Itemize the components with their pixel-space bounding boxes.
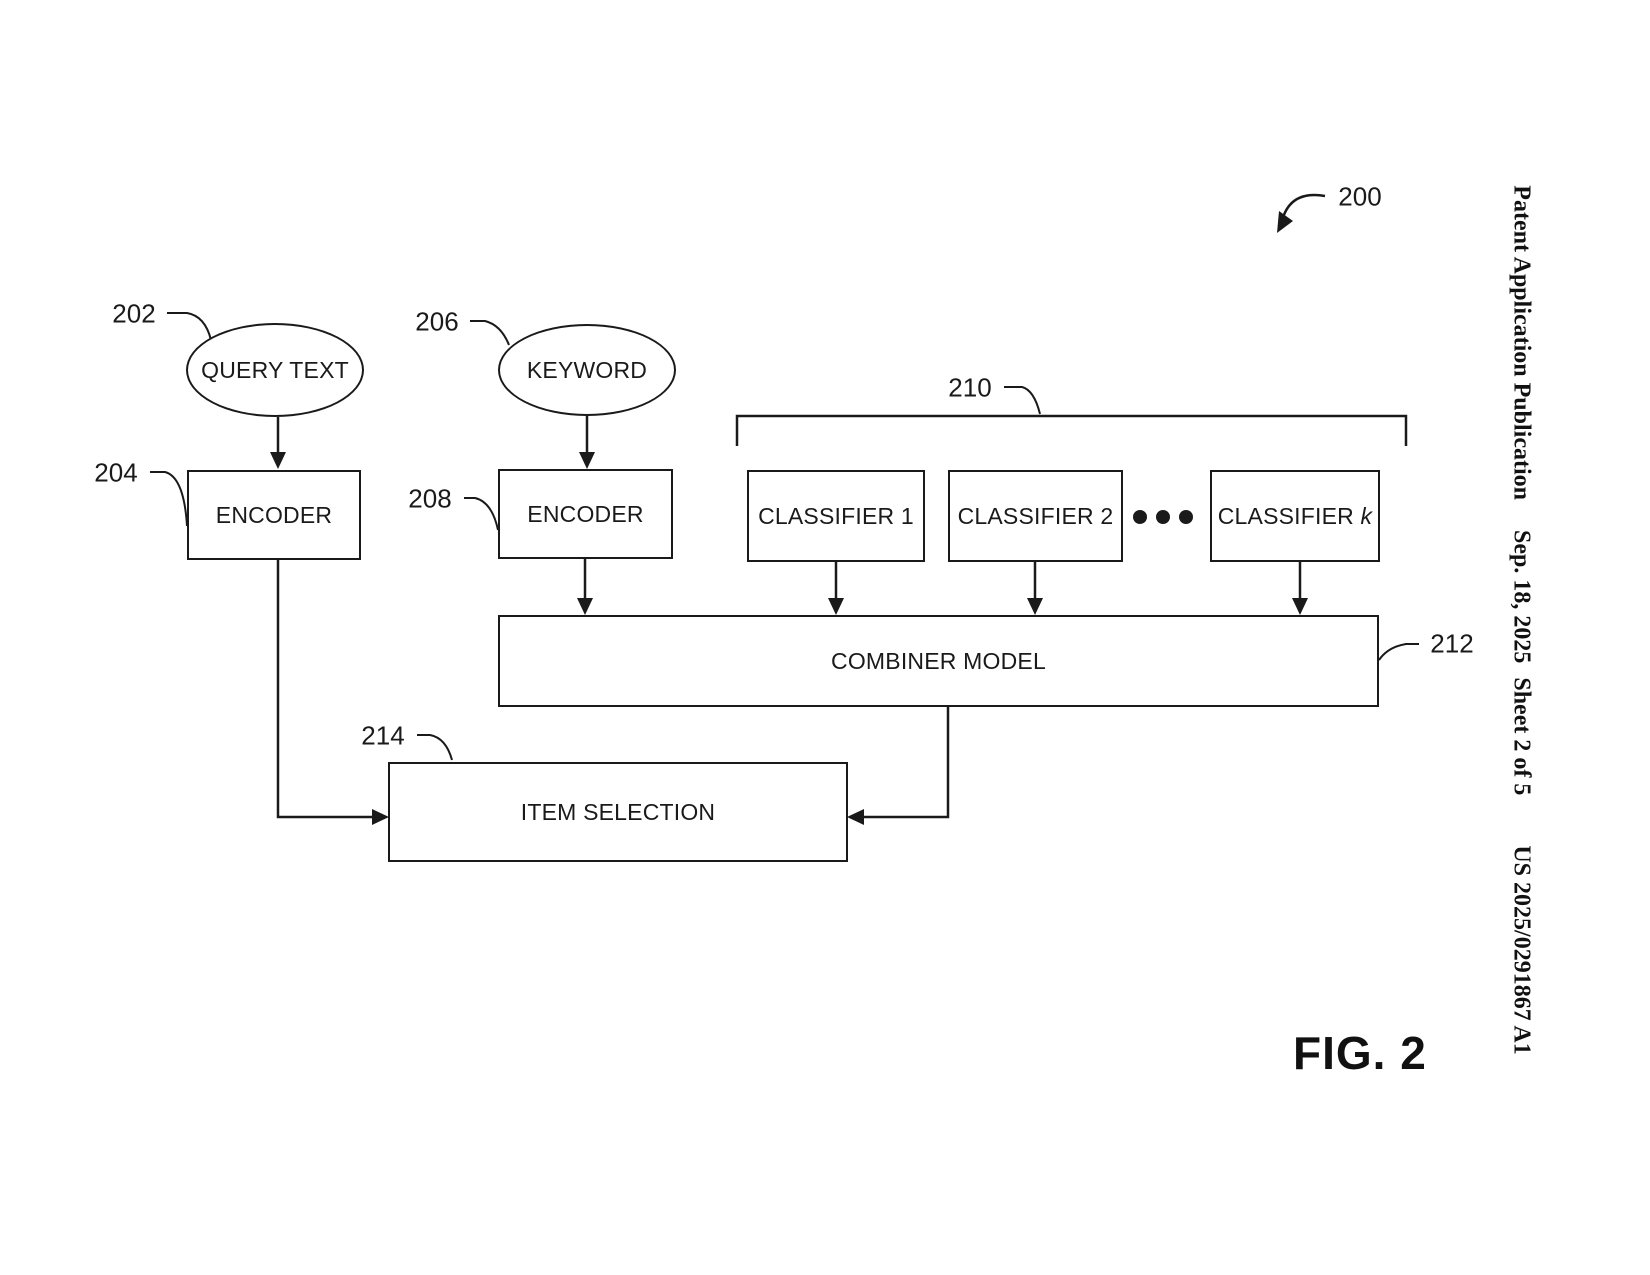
leader-214 xyxy=(417,734,453,761)
leader-210 xyxy=(1004,386,1041,415)
ref-212: 212 xyxy=(1430,628,1474,659)
encoder2-box: ENCODER xyxy=(498,469,673,559)
encoder2-label: ENCODER xyxy=(527,500,644,527)
ref-200: 200 xyxy=(1338,181,1382,212)
ref-206: 206 xyxy=(415,306,459,337)
combiner-model-label: COMBINER MODEL xyxy=(831,647,1046,674)
classifier1-label: CLASSIFIER 1 xyxy=(758,502,914,529)
leader-lines xyxy=(150,312,1419,761)
classifier-k-label: CLASSIFIER k xyxy=(1217,502,1373,529)
ellipsis-dots xyxy=(1133,510,1193,524)
ref-210: 210 xyxy=(948,372,992,403)
diagram-ref-arrow xyxy=(1277,193,1326,233)
leader-206 xyxy=(470,320,510,346)
encoder1-to-item-selection xyxy=(276,560,389,825)
classifier2-box: CLASSIFIER 2 xyxy=(948,470,1123,562)
ref-214: 214 xyxy=(361,720,405,751)
combiner-to-item-selection xyxy=(847,707,950,825)
leader-208 xyxy=(464,497,499,531)
ref-204: 204 xyxy=(94,457,138,488)
item-selection-box: ITEM SELECTION xyxy=(388,762,848,862)
query-text-label: QUERY TEXT xyxy=(201,356,349,383)
keyword-ellipse: KEYWORD xyxy=(498,324,676,416)
classifier-k-variable: k xyxy=(1360,502,1373,529)
encoder1-label: ENCODER xyxy=(215,501,333,528)
flow-arrows xyxy=(270,416,1308,615)
combiner-model-box: COMBINER MODEL xyxy=(498,615,1379,707)
leader-204 xyxy=(150,471,188,527)
ref-208: 208 xyxy=(408,483,452,514)
leader-202 xyxy=(167,312,212,341)
figure-caption: FIG. 2 xyxy=(1293,1027,1427,1079)
item-selection-label: ITEM SELECTION xyxy=(520,798,716,825)
keyword-label: KEYWORD xyxy=(526,356,648,383)
classifier-group-bracket xyxy=(735,414,1408,446)
ref-202: 202 xyxy=(112,298,156,329)
leader-212 xyxy=(1378,643,1419,661)
encoder1-box: ENCODER xyxy=(187,470,361,560)
query-text-ellipse: QUERY TEXT xyxy=(186,323,364,417)
classifier2-label: CLASSIFIER 2 xyxy=(957,502,1114,529)
classifier-k-box: CLASSIFIER k xyxy=(1210,470,1380,562)
classifier1-box: CLASSIFIER 1 xyxy=(747,470,925,562)
